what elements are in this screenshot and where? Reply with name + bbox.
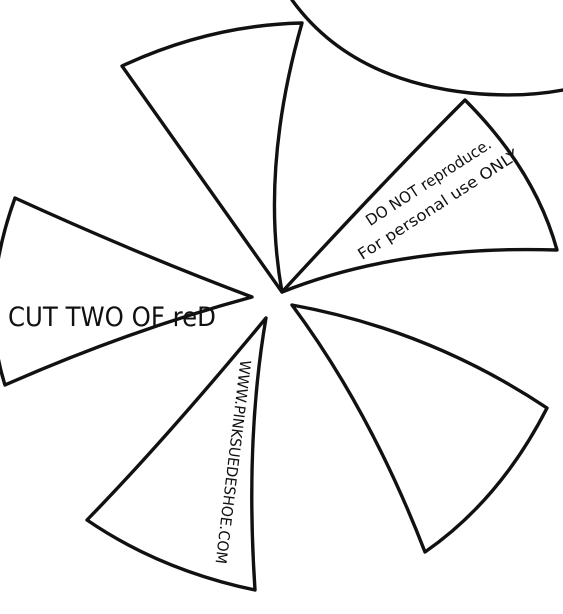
petal-right: [290, 303, 549, 554]
petal-upper-right: [280, 98, 559, 294]
petal-left: [0, 196, 254, 387]
cut-instruction-label: CUT TWO OF reD: [8, 302, 216, 333]
petal-bottom: [85, 316, 268, 592]
petal-top: [120, 21, 304, 294]
top-circle-piece-outline: [290, 0, 563, 97]
